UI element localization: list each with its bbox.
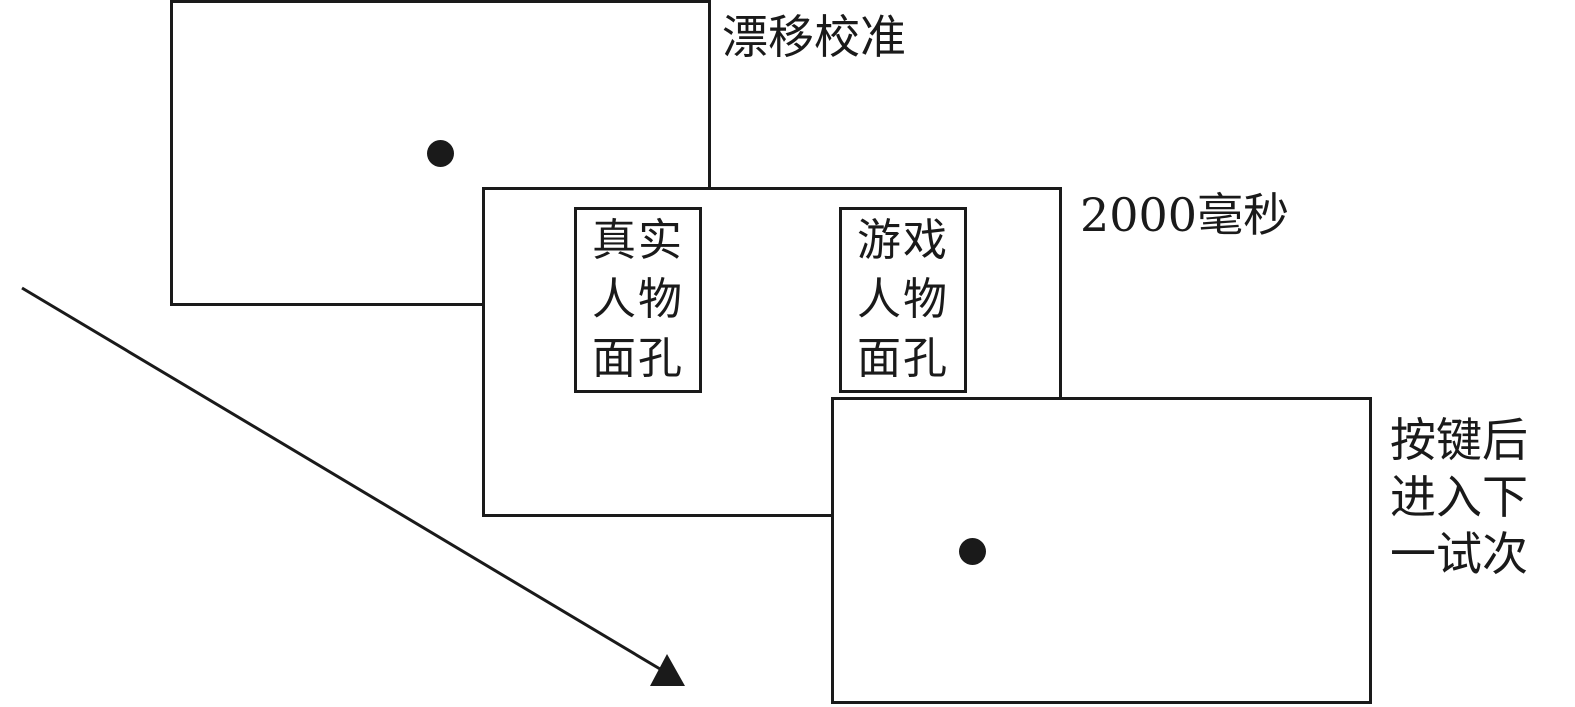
time-arrow-head bbox=[650, 654, 685, 686]
fixation-dot-icon bbox=[959, 538, 986, 565]
real-face-line-3: 面孔 bbox=[592, 332, 684, 384]
game-face-line-2: 人物 bbox=[857, 273, 949, 325]
game-face-line-3: 面孔 bbox=[857, 332, 949, 384]
real-face-line-1: 真实 bbox=[592, 215, 684, 267]
drift-correction-label: 漂移校准 bbox=[722, 10, 906, 64]
next-trial-label-line-3: 一试次 bbox=[1390, 527, 1528, 581]
fixation-dot-icon bbox=[427, 140, 454, 167]
game-face-box: 游戏 人物 面孔 bbox=[839, 207, 967, 393]
next-trial-label: 按键后 进入下 一试次 bbox=[1390, 412, 1528, 583]
next-trial-label-line-2: 进入下 bbox=[1390, 470, 1528, 524]
game-face-line-1: 游戏 bbox=[857, 215, 949, 267]
real-face-line-2: 人物 bbox=[592, 273, 684, 325]
duration-label: 2000毫秒 bbox=[1080, 188, 1290, 242]
real-face-box: 真实 人物 面孔 bbox=[574, 207, 702, 393]
next-trial-label-line-1: 按键后 bbox=[1390, 413, 1528, 467]
next-trial-screen bbox=[831, 397, 1372, 704]
